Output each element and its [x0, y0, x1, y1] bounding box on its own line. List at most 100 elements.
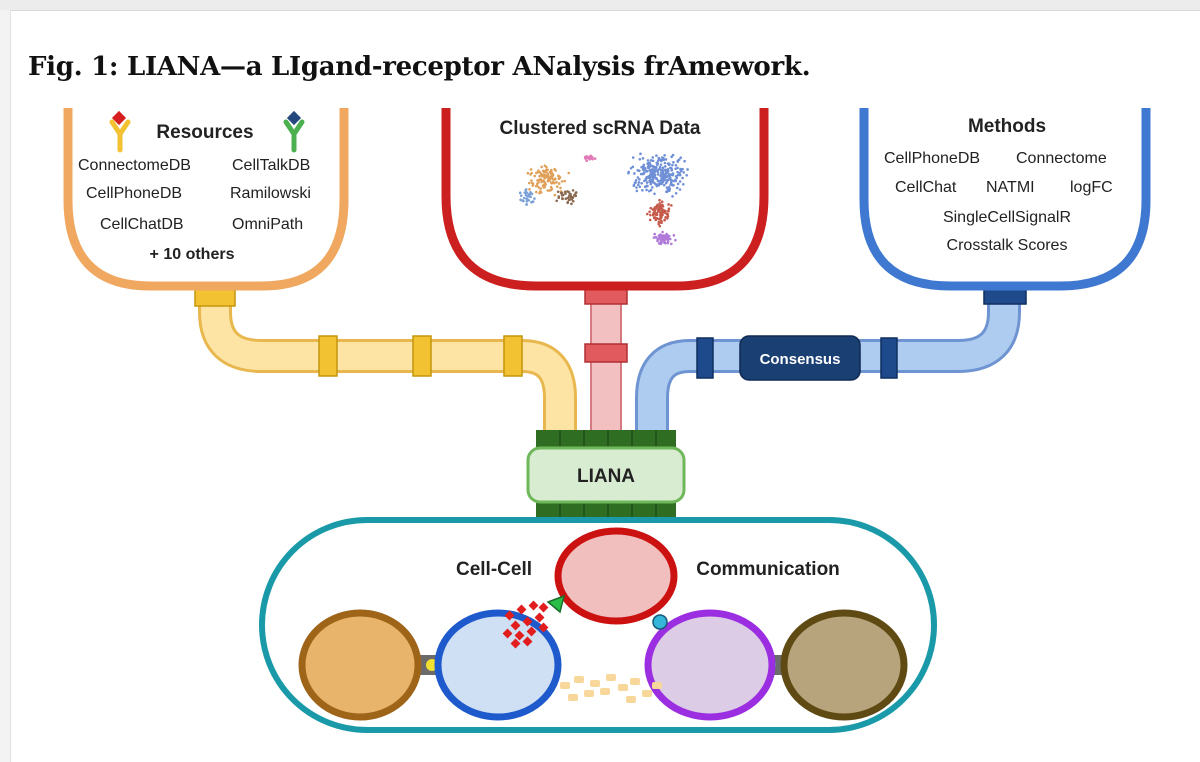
- umap-point: [649, 170, 652, 173]
- umap-point: [649, 158, 653, 162]
- ligand-particle: [590, 680, 600, 687]
- umap-point: [543, 183, 547, 187]
- umap-point: [635, 186, 638, 189]
- umap-point: [658, 198, 661, 202]
- umap-cluster-plot: [518, 152, 689, 246]
- umap-point: [530, 179, 533, 182]
- umap-point: [659, 238, 663, 242]
- resources-pipe-joint: [318, 335, 338, 377]
- umap-point: [645, 184, 649, 188]
- umap-point: [665, 232, 668, 236]
- umap-point: [636, 183, 640, 187]
- umap-point: [553, 178, 557, 181]
- resource-item: CellChatDB: [100, 216, 184, 233]
- umap-point: [593, 157, 597, 160]
- umap-point: [536, 179, 539, 182]
- umap-point: [649, 213, 652, 217]
- umap-point: [667, 209, 670, 213]
- umap-point: [589, 154, 593, 158]
- resource-item: OmniPath: [232, 216, 303, 233]
- umap-point: [675, 186, 679, 190]
- umap-point: [526, 194, 529, 198]
- method-item: Crosstalk Scores: [947, 237, 1068, 254]
- umap-point: [667, 203, 670, 206]
- umap-point: [634, 178, 638, 182]
- umap-point: [545, 175, 548, 179]
- umap-point: [670, 155, 673, 159]
- umap-point: [652, 166, 655, 169]
- umap-point: [663, 235, 667, 238]
- umap-point: [671, 184, 674, 187]
- umap-point: [663, 241, 666, 244]
- umap-point: [686, 168, 689, 171]
- umap-point: [555, 185, 559, 188]
- umap-point: [539, 187, 543, 190]
- umap-point: [525, 203, 528, 206]
- umap-point: [661, 180, 665, 184]
- umap-point: [676, 160, 680, 163]
- umap-point: [650, 168, 654, 171]
- umap-point: [678, 173, 682, 177]
- umap-point: [545, 165, 548, 169]
- umap-point: [633, 172, 636, 175]
- umap-point: [549, 168, 553, 172]
- ligand-receptor-icon: [283, 110, 305, 153]
- umap-point: [665, 190, 668, 193]
- umap-point: [543, 185, 547, 189]
- umap-point: [519, 194, 523, 197]
- umap-point: [556, 190, 560, 194]
- umap-point: [681, 182, 685, 186]
- umap-point: [676, 182, 680, 186]
- umap-point: [525, 199, 529, 203]
- umap-point: [566, 201, 569, 205]
- method-item: Connectome: [1016, 150, 1107, 167]
- umap-point: [645, 212, 649, 216]
- umap-point: [644, 177, 648, 181]
- resources-pipe-joint: [412, 335, 432, 377]
- umap-point: [657, 222, 661, 226]
- umap-point: [668, 176, 672, 179]
- umap-point: [585, 159, 588, 163]
- umap-point: [674, 178, 677, 182]
- umap-point: [670, 169, 674, 172]
- umap-point: [571, 196, 575, 199]
- liana-label: LIANA: [577, 466, 635, 487]
- umap-point: [644, 167, 647, 171]
- resource-item: Ramilowski: [230, 185, 311, 202]
- umap-point: [669, 166, 673, 170]
- ligand-particle: [618, 684, 628, 691]
- resources-more: + 10 others: [150, 246, 235, 263]
- umap-point: [529, 168, 533, 171]
- umap-point: [535, 184, 539, 187]
- umap-point: [638, 157, 642, 161]
- umap-point: [661, 230, 664, 234]
- umap-point: [664, 158, 668, 161]
- ligand-particle: [534, 612, 545, 623]
- umap-point: [535, 190, 538, 194]
- umap-point: [656, 170, 660, 174]
- umap-point: [559, 191, 563, 195]
- umap-point: [663, 173, 667, 177]
- umap-point: [540, 165, 543, 169]
- umap-point: [670, 204, 673, 207]
- umap-point: [564, 192, 567, 195]
- scrna-pipe: [590, 299, 622, 435]
- methods-basin: [859, 108, 1151, 291]
- umap-point: [537, 186, 540, 189]
- umap-point: [655, 184, 659, 188]
- umap-point: [651, 177, 655, 181]
- ligand-particle: [630, 678, 640, 685]
- umap-point: [548, 189, 551, 192]
- umap-point: [658, 235, 662, 239]
- umap-point: [531, 184, 534, 187]
- liana-hub-bottom: [536, 500, 676, 520]
- umap-point: [679, 169, 683, 173]
- umap-point: [681, 176, 684, 180]
- umap-point: [656, 179, 660, 182]
- umap-point: [543, 173, 547, 177]
- ligand-particle: [538, 602, 549, 613]
- umap-point: [646, 176, 650, 180]
- umap-point: [658, 202, 662, 205]
- umap-point: [645, 188, 648, 192]
- umap-point: [668, 189, 671, 192]
